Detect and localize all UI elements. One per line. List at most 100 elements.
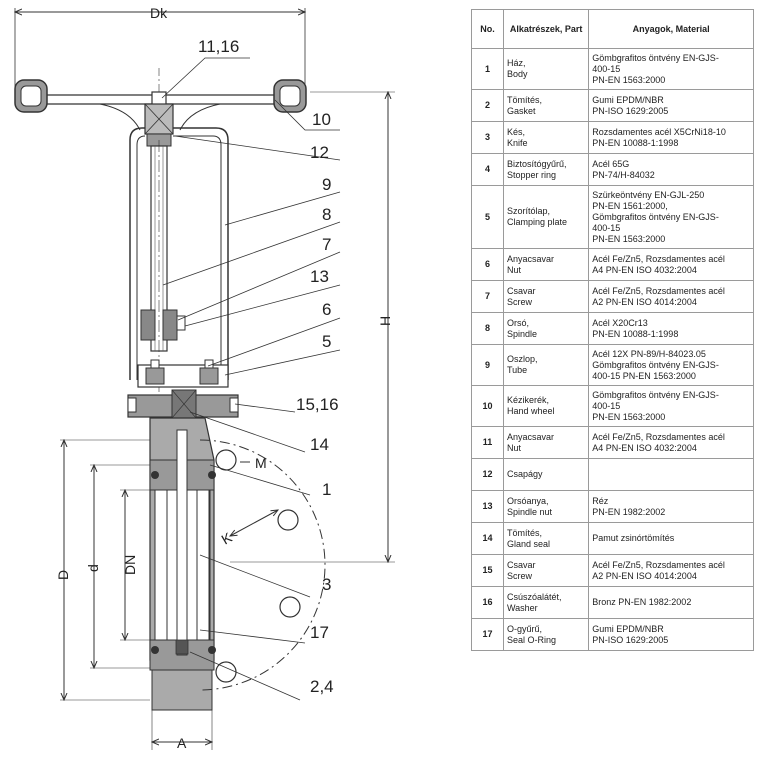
part-name-line: Tube [507, 365, 528, 375]
material-line: Acél Fe/Zn5, Rozsdamentes acél [592, 253, 725, 264]
row-number: 11 [471, 426, 504, 459]
part-name-line: Washer [507, 602, 538, 613]
part-name: Orsóanya,Spindle nut [502, 490, 590, 523]
row-number: 10 [471, 385, 504, 427]
material: Pamut zsinórtömítés [588, 522, 754, 555]
material-line: Szürkeöntvény EN-GJL-250 [592, 189, 705, 200]
callout-9: 9 [322, 175, 331, 194]
material-line: Gumi EPDM/NBR [592, 623, 664, 634]
part-name: Tömítés,Gasket [502, 89, 590, 122]
material-line: PN-ISO 1629:2005 [592, 634, 669, 645]
material-line: PN-74/H-84032 [592, 169, 655, 180]
yoke-tube [129, 127, 229, 380]
part-name-line: Clamping plate [507, 217, 568, 227]
material-line: PN-EN 1561:2000, [592, 200, 668, 211]
row-number: 2 [471, 89, 504, 122]
callout-15-16: 15,16 [296, 395, 339, 414]
row-number: 4 [471, 153, 504, 186]
material-line: A4 PN-EN ISO 4032:2004 [592, 264, 697, 275]
material-line: Rozsdamentes acél X5CrNi18-10 [592, 126, 726, 137]
material-line: Acél 65G [592, 158, 630, 169]
dk-dimension: Dk [15, 5, 305, 92]
bolt-circle: K M [199, 439, 326, 691]
part-name: Oszlop,Tube [502, 344, 590, 386]
part-name: Csapágy [502, 458, 590, 491]
material-line: Pamut zsinórtömítés [592, 533, 675, 543]
material-line: PN-EN 1563:2000 [592, 233, 666, 244]
part-name: Orsó,Spindle [502, 312, 590, 345]
material-line: 400-15 [592, 222, 621, 233]
row-number: 1 [471, 48, 504, 90]
part-name-line: Ház, [507, 58, 526, 68]
part-name-line: Hand wheel [507, 406, 555, 416]
part-name-line: Seal O-Ring [507, 634, 557, 645]
part-name-line: Tömítés, [507, 527, 543, 538]
part-name: Biztosítógyűrű,Stopper ring [502, 153, 590, 186]
material-line: A4 PN-EN ISO 4032:2004 [592, 442, 697, 453]
part-name-line: Csúszóalátét, [507, 591, 562, 602]
part-name-line: Screw [507, 296, 533, 307]
part-name-line: Gland seal [507, 538, 551, 549]
material-line: PN-EN 1982:2002 [592, 506, 666, 517]
material-line: Acél Fe/Zn5, Rozsdamentes acél [592, 559, 725, 570]
part-name-line: Kés, [507, 126, 526, 137]
callout-3: 3 [322, 575, 331, 594]
part-name-line: Tömítés, [507, 94, 543, 105]
row-number: 3 [471, 121, 504, 154]
callout-8: 8 [322, 205, 331, 224]
material-line: PN-EN 10088-1:1998 [592, 137, 679, 148]
dimension-lines: H D d DN A [55, 92, 395, 751]
row-number: 7 [471, 280, 504, 313]
part-name: Ház,Body [502, 48, 590, 90]
material-line: Acél X20Cr13 [592, 317, 648, 328]
part-name: O-gyűrű,Seal O-Ring [502, 618, 590, 651]
d-outer-label: D [55, 570, 71, 580]
part-name-line: Gasket [507, 105, 536, 116]
part-name: Kés,Knife [502, 121, 590, 154]
material-line: A2 PN-EN ISO 4014:2004 [592, 296, 697, 307]
material-line: A2 PN-EN ISO 4014:2004 [592, 570, 697, 581]
row-number: 9 [471, 344, 504, 386]
callout-17: 17 [310, 623, 329, 642]
part-name-line: O-gyűrű, [507, 623, 543, 634]
parts-table: No. Alkatrészek, Part Anyagok, Material … [471, 9, 754, 651]
material-line: Gömbgrafitos öntvény EN-GJS- [592, 52, 719, 63]
callout-10: 10 [312, 110, 331, 129]
callout-13: 13 [310, 267, 329, 286]
callout-labels: 11,16 10 12 9 8 7 13 6 5 15,16 14 1 3 17… [198, 37, 339, 696]
material [588, 458, 754, 491]
valve-drawing: Dk [0, 5, 395, 751]
part-name-line: Szorítólap, [507, 206, 551, 216]
material-line: Gömbgrafitos öntvény EN-GJS- [592, 359, 719, 370]
callout-11-16: 11,16 [198, 37, 239, 56]
dk-label: Dk [150, 5, 168, 21]
material-line: Gumi EPDM/NBR [592, 94, 664, 105]
part-name-line: Orsóanya, [507, 495, 549, 506]
header-material: Anyagok, Material [588, 9, 754, 49]
part-name-line: Spindle nut [507, 506, 553, 517]
material-line: Gömbgrafitos öntvény EN-GJS- [592, 389, 719, 400]
material: Bronz PN-EN 1982:2002 [588, 586, 754, 619]
table-header-row: No. Alkatrészek, Part Anyagok, Material [471, 9, 754, 49]
